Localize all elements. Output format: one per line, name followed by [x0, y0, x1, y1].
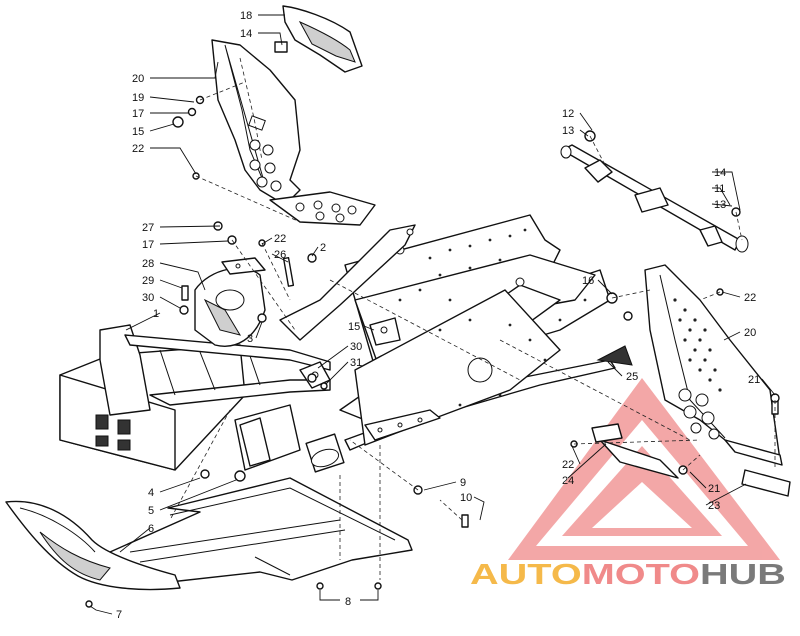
callout-20: 20: [744, 327, 756, 339]
callout-25: 25: [626, 371, 638, 383]
steering-support-left: [211, 39, 376, 226]
callout-21: 21: [748, 374, 760, 386]
assembly-lines: [195, 81, 776, 521]
callout-22: 22: [274, 233, 286, 245]
callout-3: 3: [247, 333, 253, 345]
watermark-auto: AUTO: [470, 559, 582, 591]
callout-4: 4: [148, 487, 154, 499]
callout-22: 22: [744, 292, 756, 304]
mount-15: [369, 317, 401, 346]
engine-mount: [194, 257, 266, 347]
plate-24: [591, 423, 679, 479]
callout-6: 6: [148, 523, 154, 535]
callout-16: 16: [582, 275, 594, 287]
tunnel-chassis: [339, 214, 616, 451]
callout-28: 28: [142, 258, 154, 270]
watermark-moto: MOTO: [582, 559, 700, 591]
callout-22: 22: [562, 459, 574, 471]
callout-5: 5: [148, 505, 154, 517]
callout-12: 12: [562, 108, 574, 120]
callout-22: 22: [132, 143, 144, 155]
callout-8: 8: [345, 596, 351, 608]
callout-11: 11: [714, 183, 725, 195]
front-frame: [59, 224, 416, 580]
callout-23: 23: [708, 500, 720, 512]
callout-21: 21: [708, 483, 720, 495]
callout-15: 15: [348, 321, 360, 333]
callout-14: 14: [714, 167, 726, 179]
fasteners: [85, 95, 780, 608]
callout-20: 20: [132, 73, 144, 85]
bracket-25: [596, 345, 633, 366]
steering-post: [560, 144, 749, 253]
callout-14: 14: [240, 28, 252, 40]
upper-bracket: [274, 5, 363, 73]
callout-30: 30: [350, 341, 362, 353]
callout-18: 18: [240, 10, 252, 22]
callout-29: 29: [142, 275, 154, 287]
steering-support-right: [644, 264, 783, 466]
callout-13: 13: [714, 199, 726, 211]
callout-9: 9: [460, 477, 466, 489]
callout-15: 15: [132, 126, 144, 138]
callout-13: 13: [562, 125, 574, 137]
mesh-pattern: [673, 298, 722, 392]
callout-17: 17: [142, 239, 154, 251]
callout-7: 7: [116, 609, 122, 621]
callout-17: 17: [132, 108, 144, 120]
callout-31: 31: [350, 357, 362, 369]
shaft-23: [741, 469, 791, 497]
callout-30: 30: [142, 292, 154, 304]
leader-lines: [89, 14, 776, 615]
watermark-hub: HUB: [700, 559, 786, 591]
callout-26: 26: [274, 249, 286, 261]
callout-19: 19: [132, 92, 144, 104]
callout-24: 24: [562, 475, 574, 487]
callout-labels: 18 14 20 19 17 15 22 27 17 22 26 2 28 29…: [116, 10, 760, 621]
callout-2: 2: [320, 242, 326, 254]
front-nose-pan: [5, 500, 181, 591]
callout-1: 1: [153, 308, 159, 320]
callout-10: 10: [460, 492, 472, 504]
callout-27: 27: [142, 222, 154, 234]
